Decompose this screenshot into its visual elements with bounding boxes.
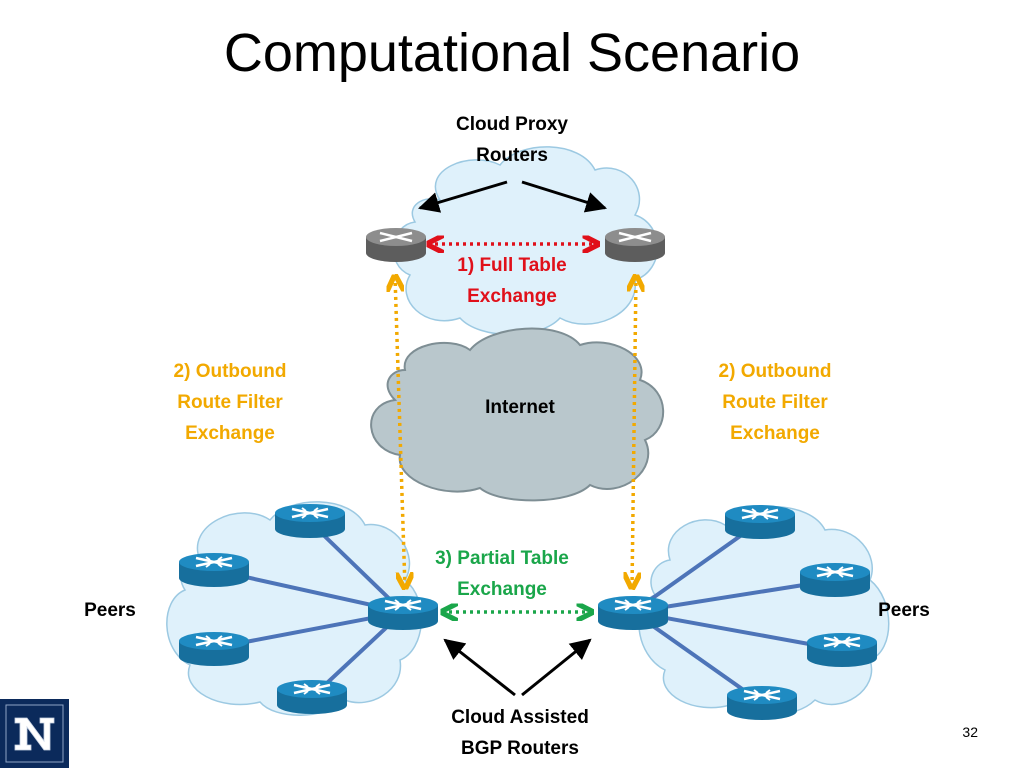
- outbound-route-filter-label-left: 2) Outbound Route Filter Exchange: [173, 361, 287, 444]
- university-n-logo: [0, 699, 69, 768]
- peers-label-left: Peers: [84, 600, 136, 621]
- peer-router-icon: [798, 561, 872, 599]
- page-number: 32: [962, 724, 978, 740]
- outbound-route-filter-arrow-left: [395, 276, 405, 588]
- peer-router-icon: [723, 503, 797, 541]
- n-logo-icon: [5, 704, 64, 763]
- outbound-route-filter-label-right: 2) Outbound Route Filter Exchange: [718, 361, 832, 444]
- peer-router-icon: [275, 678, 349, 716]
- outbound-route-filter-arrow-right: [632, 276, 636, 588]
- peer-router-icon: [177, 630, 251, 668]
- internet-label: Internet: [485, 397, 555, 418]
- peer-router-icon: [725, 684, 799, 722]
- proxy-pointer-arrows: [417, 180, 608, 213]
- proxy-router-left-icon: [364, 226, 428, 264]
- partial-table-exchange-label: 3) Partial Table Exchange: [435, 548, 569, 600]
- cloud-assisted-bgp-routers-label: Cloud Assisted BGP Routers: [451, 707, 589, 759]
- full-table-exchange-label: 1) Full Table Exchange: [457, 255, 567, 307]
- peers-label-right: Peers: [878, 600, 930, 621]
- bgp-router-pointer-arrows: [443, 638, 592, 697]
- slide-title: Computational Scenario: [223, 23, 801, 83]
- proxy-router-right-icon: [603, 226, 667, 264]
- cloud-proxy-routers-label: Cloud Proxy Routers: [456, 114, 568, 166]
- peer-router-icon: [273, 502, 347, 540]
- bgp-router-right-icon: [596, 594, 670, 632]
- peer-router-icon: [177, 551, 251, 589]
- peer-router-icon: [805, 631, 879, 669]
